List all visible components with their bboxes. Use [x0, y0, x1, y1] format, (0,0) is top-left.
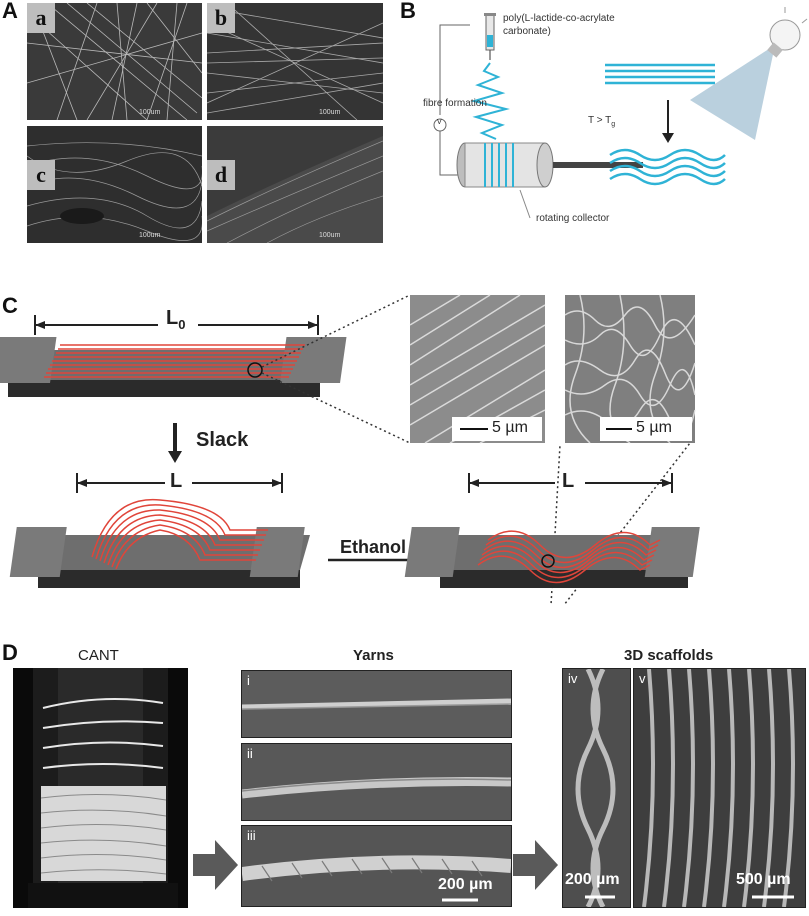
yarn-label-ii: ii: [247, 746, 253, 761]
yarn-label-iii: iii: [247, 828, 256, 843]
scaffold-scale-right: 500 µm: [736, 871, 791, 888]
yarn-image-iii: iii 200 µm: [241, 825, 512, 907]
fiber-texture-d: [207, 126, 383, 243]
wavy-fiber-block: [404, 527, 700, 588]
stretched-fiber-block: [0, 337, 347, 397]
yarns-title: Yarns: [353, 647, 394, 664]
subpanel-tag-c: c: [27, 160, 55, 190]
subpanel-tag-d: d: [207, 160, 235, 190]
alignment-diagram: [0, 294, 700, 605]
scaffolds-title: 3D scaffolds: [624, 647, 714, 664]
polymer-label-line2: carbonate): [503, 26, 551, 37]
polymer-label-line1: poly(L-lactide-co-acrylate: [503, 13, 615, 24]
sem-image-c: c 100um: [27, 126, 202, 243]
temperature-condition: T > Tg: [588, 115, 615, 128]
temperature-condition-sub: g: [611, 121, 616, 128]
arrow-to-yarns: [193, 840, 238, 890]
length-l-slack-label: L: [170, 470, 183, 492]
scale-label-b: 100um: [319, 109, 341, 116]
zoom-circle-top: [247, 362, 263, 378]
scale-label-d: 100um: [319, 232, 341, 239]
sem-image-b: b 100um: [207, 3, 383, 120]
yarn-label-i: i: [247, 673, 250, 688]
scale-label-c: 100um: [139, 232, 161, 239]
scaffold-image-v: v 500 µm: [633, 668, 806, 908]
cant-photo: [13, 668, 188, 908]
arrow-to-scaffolds: [513, 840, 558, 890]
rotating-collector-icon: [456, 142, 643, 188]
sem-inset-wavy: [564, 294, 696, 444]
electrospinning-diagram: [433, 7, 808, 219]
syringe-icon: [484, 13, 496, 60]
subpanel-tag-b: b: [207, 3, 235, 33]
sem-image-d: d 100um: [207, 126, 383, 243]
spool-image: [28, 668, 178, 908]
rotating-collector-label: rotating collector: [536, 213, 610, 224]
sem-image-a: a 100um: [27, 3, 202, 120]
scaffold-label-iv: iv: [568, 671, 578, 686]
scaffold-scale-left: 200 µm: [565, 871, 620, 888]
length-l-final-label: L: [562, 470, 575, 492]
cant-title: CANT: [78, 647, 119, 664]
yarn-scale-label: 200 µm: [438, 876, 493, 893]
fiber-texture-b: [207, 3, 383, 120]
wavy-fibers: [609, 148, 726, 186]
panel-d-letter: D: [2, 640, 18, 665]
voltage-label: V: [437, 119, 442, 126]
yarn-image-ii: ii: [241, 743, 512, 821]
panel-a-letter: A: [2, 0, 18, 23]
fiber-whip: [470, 62, 510, 140]
length-l0-sub: 0: [178, 317, 186, 332]
scale-label-a: 100um: [139, 109, 161, 116]
scale-bar-left-label: 5 µm: [492, 419, 528, 436]
sem-inset-aligned: [409, 294, 546, 444]
length-l0-text: L: [166, 307, 179, 329]
scaffold-image-iv: iv 200 µm: [562, 668, 631, 908]
fiber-texture-c: [27, 126, 202, 243]
zoom-circle-bottom: [541, 554, 555, 568]
ethanol-label: Ethanol: [340, 537, 406, 557]
subpanel-tag-a: a: [27, 3, 55, 33]
slack-label: Slack: [196, 429, 249, 451]
straight-fibers: [605, 63, 715, 85]
length-l0-label: L0: [166, 307, 185, 332]
fibre-formation-label: fibre formation: [423, 98, 487, 109]
slack-fiber-block: [9, 498, 310, 588]
panel-c-letter: C: [2, 293, 18, 318]
panel-b-letter: B: [400, 0, 416, 23]
temperature-condition-text: T > T: [588, 115, 612, 126]
scaffold-label-v: v: [639, 671, 646, 686]
light-beam: [690, 45, 775, 140]
yarn-image-i: i: [241, 670, 512, 738]
scale-bar-right-label: 5 µm: [636, 419, 672, 436]
light-bulb-icon: [767, 7, 808, 58]
